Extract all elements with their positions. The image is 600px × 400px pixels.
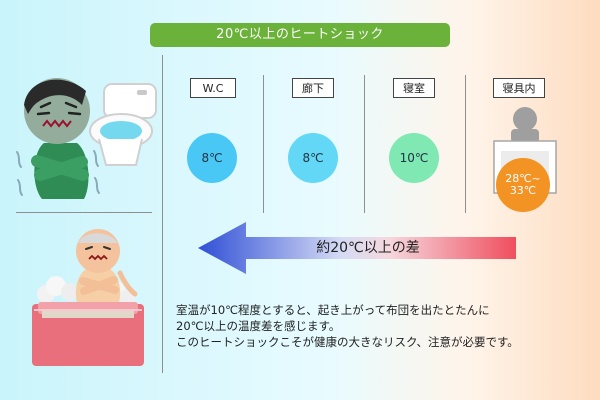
temperature-value-hallway: 8℃: [302, 151, 324, 165]
temperature-value-bedroom: 10℃: [399, 151, 429, 165]
temperature-circle-wc: 8℃: [187, 133, 237, 183]
cold-man-illustration: [10, 66, 160, 202]
page-title: 20℃以上のヒートショック: [150, 23, 450, 47]
temperature-range-bedding-line1: 28℃~: [505, 172, 541, 185]
wc-hall-divider: [263, 75, 264, 213]
temperature-value-wc: 8℃: [201, 151, 223, 165]
hall-bedroom-divider: [364, 75, 365, 213]
temperature-range-bedding-line2: 33℃: [509, 184, 537, 197]
description-line-1: 室温が10℃程度とすると、起き上がって布団を出たとたんに: [176, 303, 490, 317]
temperature-circle-bedding: 28℃~ 33℃: [496, 158, 550, 212]
heat-shock-description: 室温が10℃程度とすると、起き上がって布団を出たとたんに 20℃以上の温度差を感…: [176, 302, 586, 350]
location-label-bedroom: 寝室: [393, 78, 435, 98]
description-line-3: このヒートショックこそが健康の大きなリスク、注意が必要です。: [176, 335, 519, 349]
location-label-bedding: 寝具内: [493, 78, 545, 98]
cold-man-icon: [16, 78, 100, 199]
temperature-circle-bedroom: 10℃: [389, 133, 439, 183]
temperature-circle-hallway: 8℃: [288, 133, 338, 183]
description-line-2: 20℃以上の温度差を感じます。: [176, 319, 341, 333]
bathtub-icon: [32, 302, 144, 366]
person-icon: [511, 107, 539, 143]
temperature-difference-label: 約20℃以上の差: [316, 240, 420, 256]
bathing-elder-icon: [75, 229, 138, 307]
bath-illustration: [22, 218, 154, 370]
temperature-difference-arrow: 約20℃以上の差: [198, 218, 518, 278]
left-panel-divider: [162, 55, 163, 373]
location-label-wc: W.C: [190, 78, 236, 98]
bedroom-bedding-divider: [465, 75, 466, 213]
location-label-hallway: 廊下: [292, 78, 334, 98]
left-panel-horizontal-divider: [16, 212, 152, 213]
toilet-icon: [89, 83, 157, 166]
